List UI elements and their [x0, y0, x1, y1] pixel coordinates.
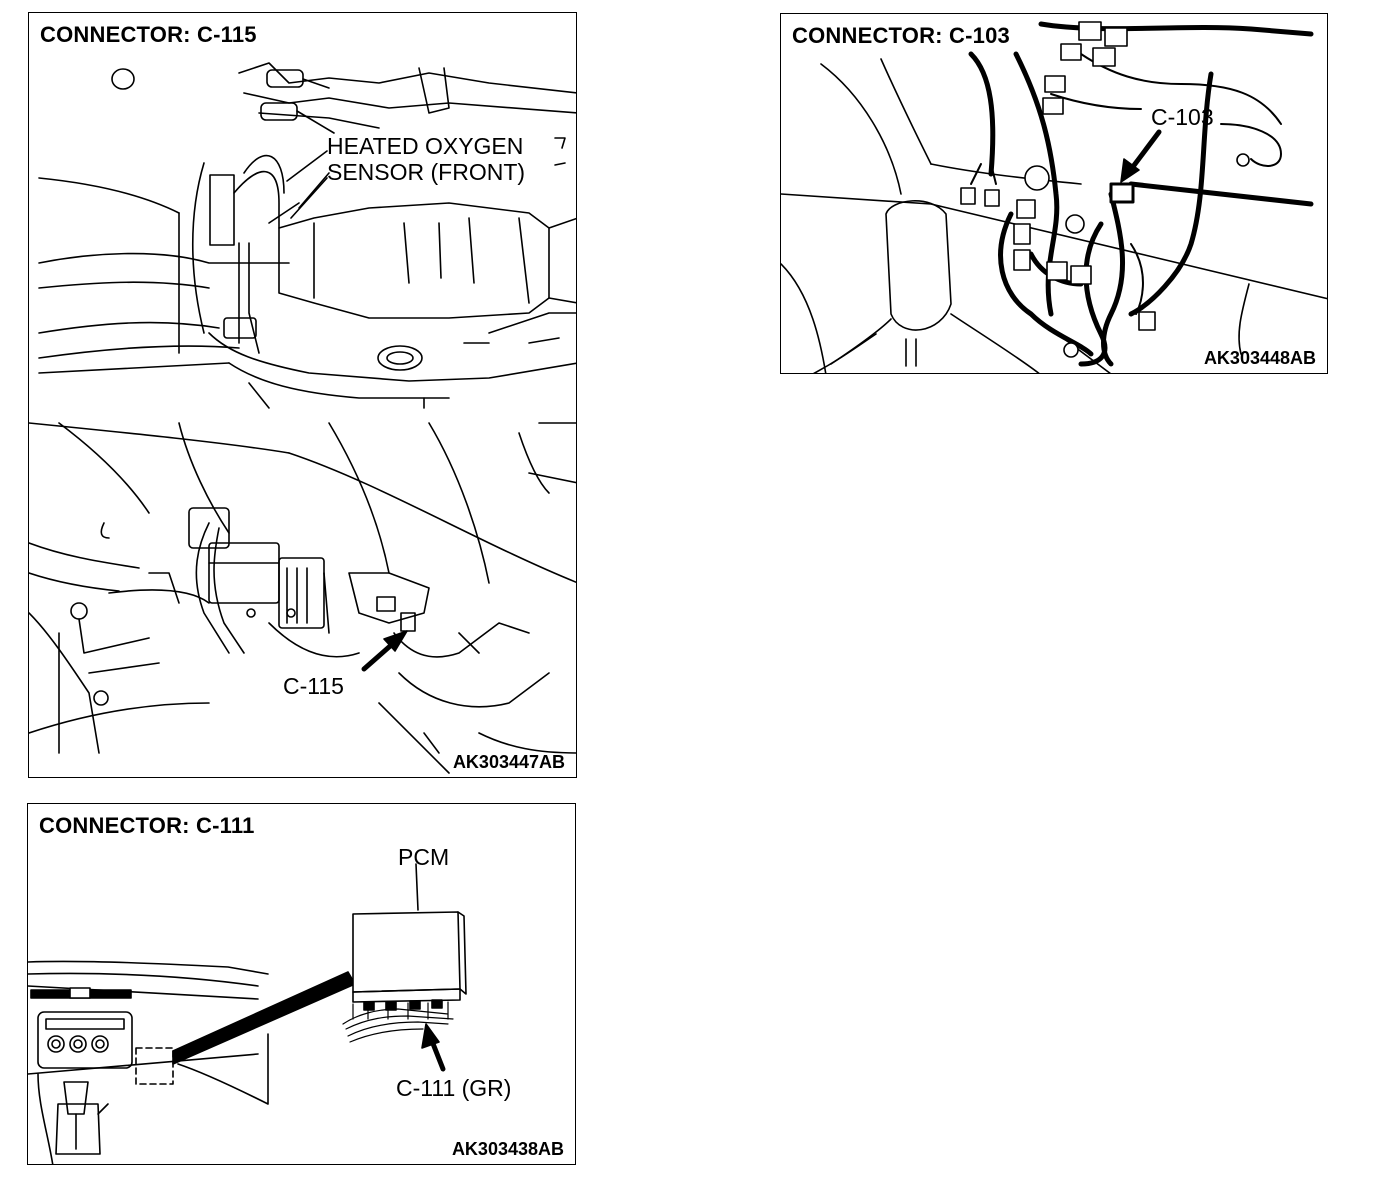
c111-arrow-head	[421, 1023, 440, 1049]
harness-thin	[970, 53, 1282, 315]
sensor-leader-line	[286, 150, 328, 182]
connector-c103-panel: CONNECTOR: C-103 C-103 AK303448AB	[780, 13, 1328, 374]
c103-arrow-head	[1120, 158, 1140, 183]
connector-label: C-103	[1151, 104, 1214, 130]
c115-arrow-head	[383, 630, 408, 652]
c115-drawing	[29, 62, 576, 774]
c111-drawing	[28, 863, 467, 1164]
console-illustration	[781, 58, 1327, 373]
view-separator	[29, 422, 290, 454]
sensor-label-line1: HEATED OXYGEN	[327, 133, 524, 159]
figure-code: AK303438AB	[451, 1139, 564, 1159]
dashboard-illustration	[28, 960, 356, 1164]
lower-underbody-illustration	[29, 422, 576, 774]
panel-title: CONNECTOR: C-111	[39, 813, 255, 838]
sensor-leader-line-2	[290, 177, 328, 219]
pcm-module	[342, 863, 467, 1043]
c103-arrow-shaft	[1126, 129, 1162, 175]
module-label: PCM	[398, 844, 450, 870]
connector-label: C-115	[283, 673, 344, 699]
panel-title: CONNECTOR: C-103	[792, 23, 1010, 48]
panel-title: CONNECTOR: C-115	[40, 22, 257, 47]
figure-code: AK303448AB	[1203, 348, 1316, 368]
upper-exhaust-illustration	[38, 62, 576, 409]
connector-label: C-111 (GR)	[396, 1075, 512, 1101]
connector-blocks	[960, 21, 1250, 358]
figure-code: AK303447AB	[452, 752, 565, 772]
c103-drawing	[781, 21, 1327, 373]
sensor-label-line2: SENSOR (FRONT)	[327, 159, 526, 185]
connector-c115-panel: CONNECTOR: C-115 HEATED OXYGEN SENSOR (F…	[28, 12, 577, 778]
connector-c111-panel: CONNECTOR: C-111 PCM C-111 (GR) AK303438…	[27, 803, 576, 1165]
